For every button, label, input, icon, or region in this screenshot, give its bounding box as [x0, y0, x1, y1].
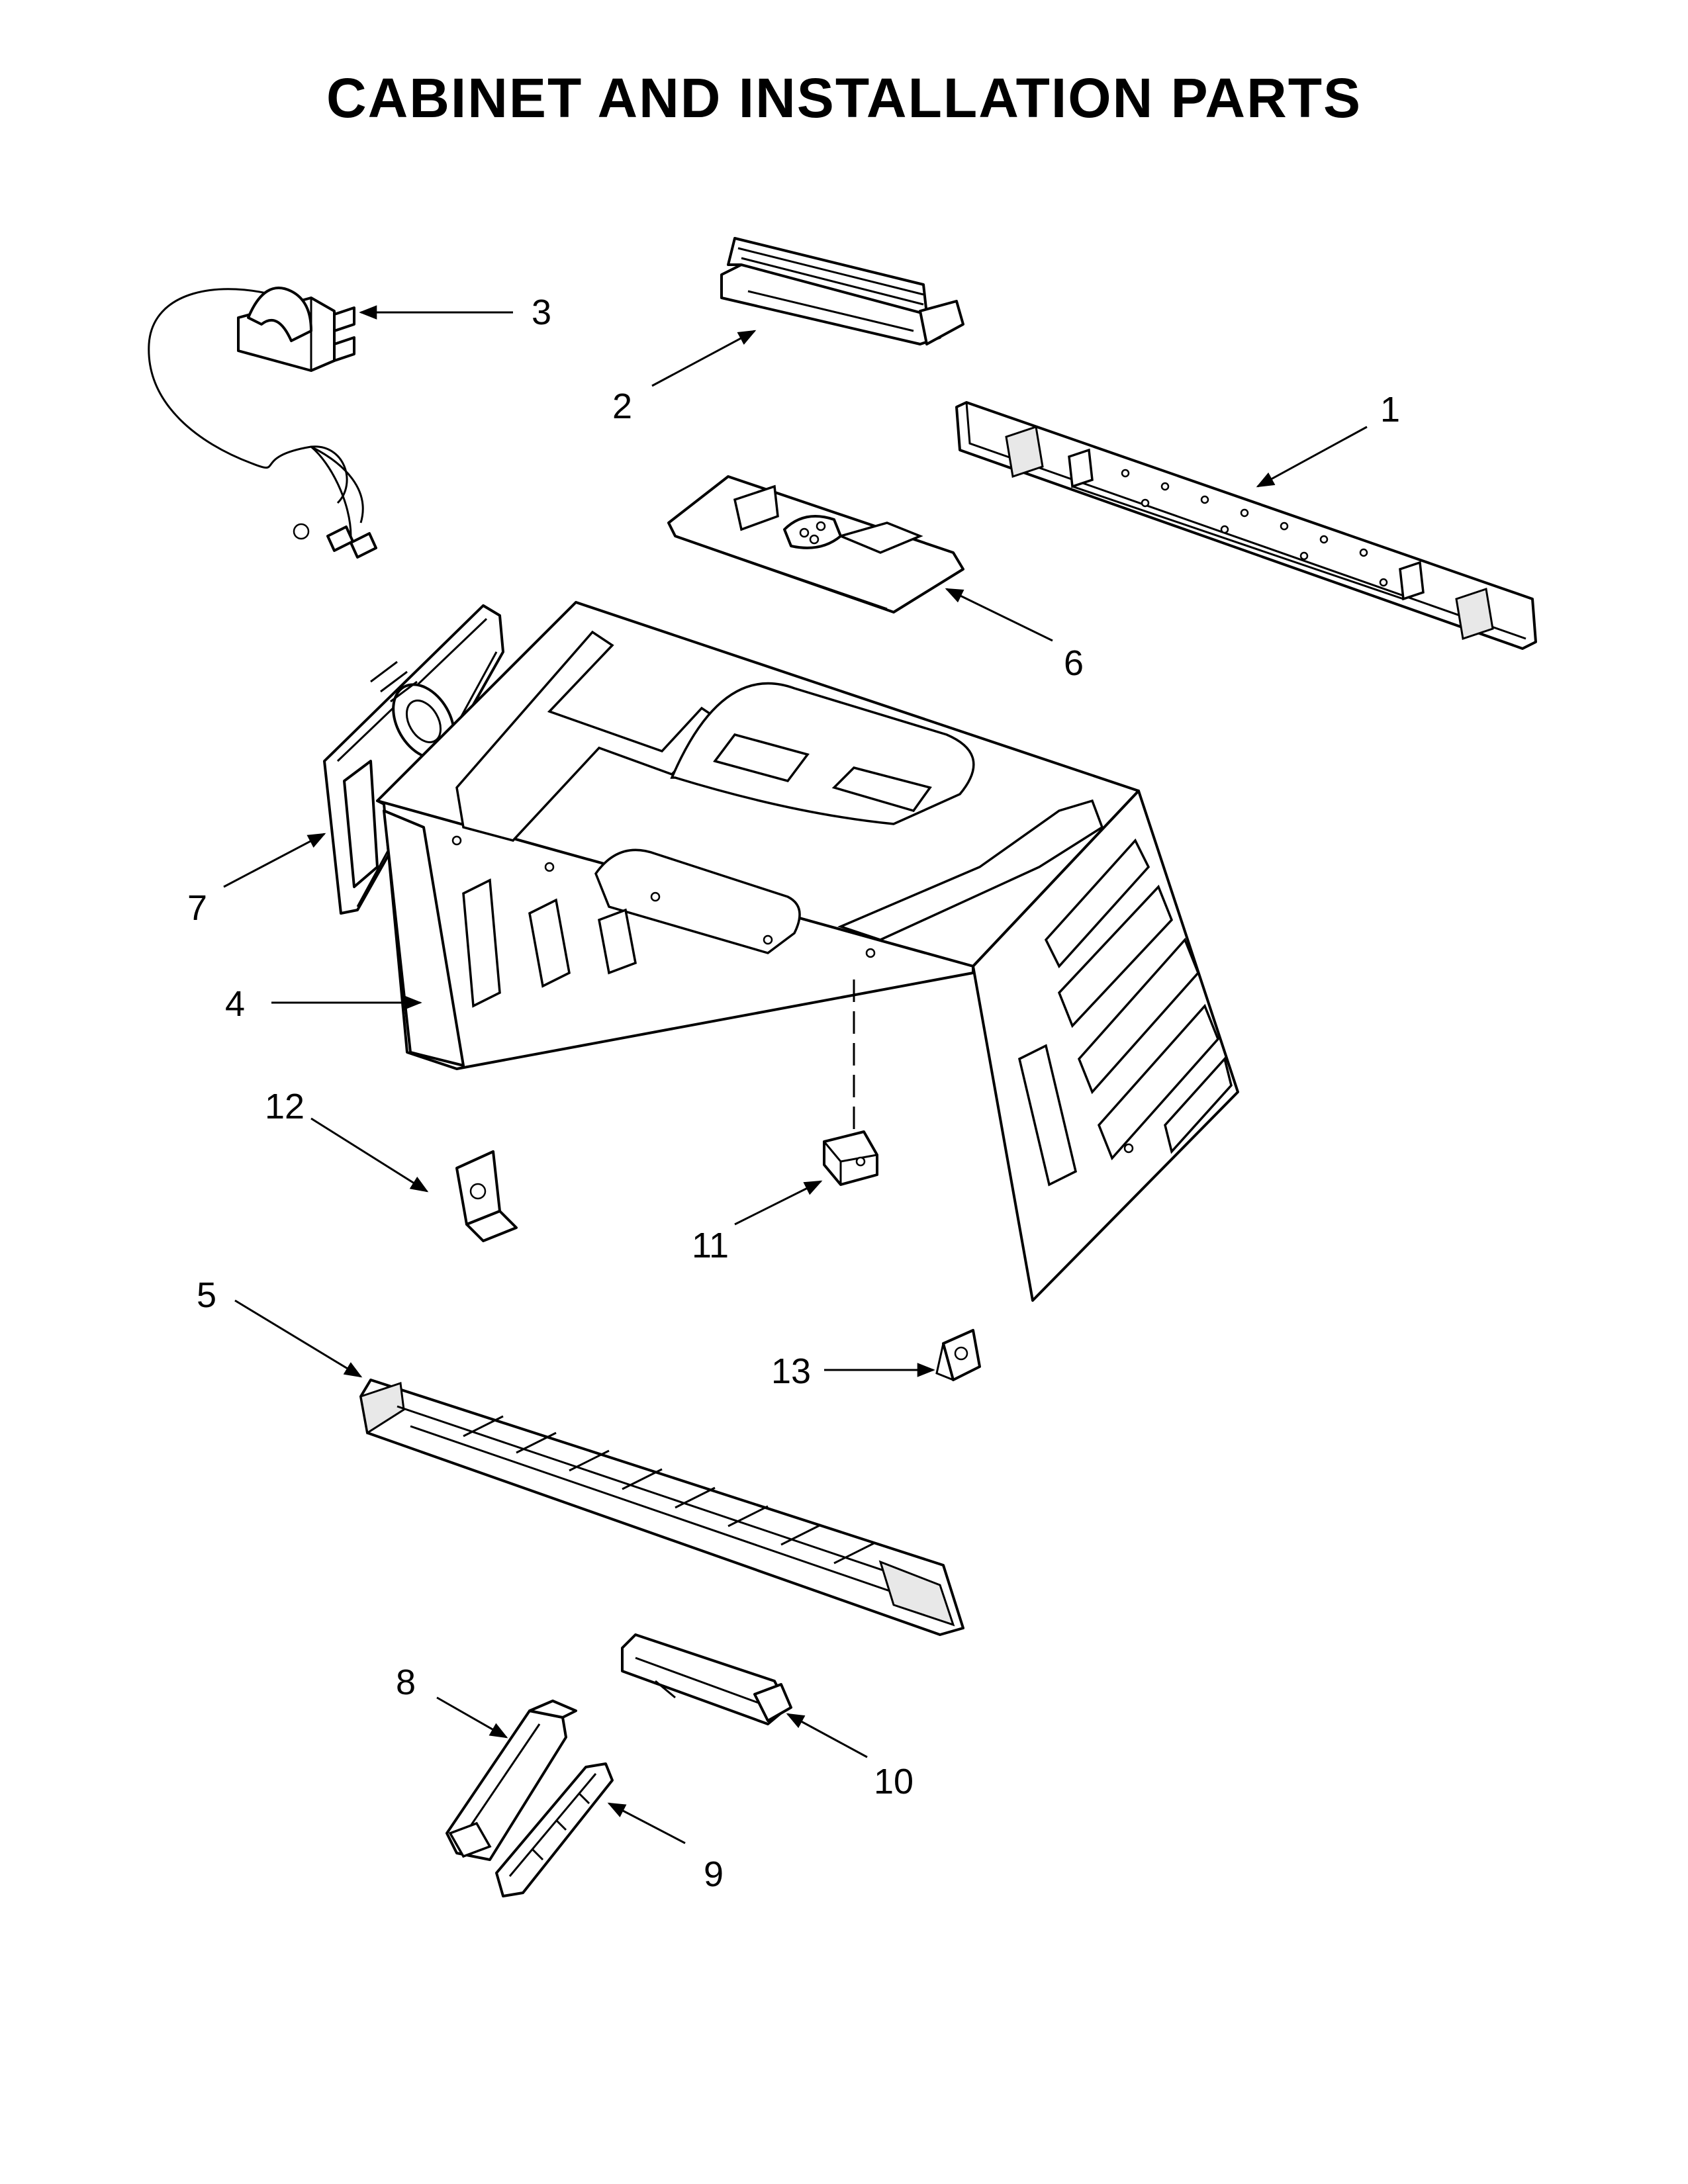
small-clip-icon [935, 1329, 981, 1381]
callout-labels: 1 2 3 4 5 6 7 8 9 10 11 12 13 [187, 293, 1400, 1894]
mounting-rail-icon [955, 401, 1537, 650]
callout-7: 7 [187, 888, 207, 928]
leader-lines [223, 305, 1368, 1844]
callout-3: 3 [532, 293, 551, 332]
callout-10: 10 [874, 1762, 914, 1801]
callout-6: 6 [1064, 643, 1084, 683]
callout-13: 13 [771, 1351, 811, 1391]
connector-block-icon [823, 1130, 878, 1186]
page-title: CABINET AND INSTALLATION PARTS [326, 67, 1362, 129]
callout-2: 2 [612, 387, 632, 426]
callout-4: 4 [225, 984, 245, 1024]
bottom-grille-icon [359, 1379, 964, 1636]
duct-piece-icon [495, 1762, 614, 1897]
vent-damper-icon [720, 237, 964, 345]
callout-11: 11 [692, 1226, 729, 1265]
callout-8: 8 [396, 1662, 416, 1702]
callout-5: 5 [197, 1275, 216, 1315]
cabinet-wrapper-icon [376, 601, 1239, 1302]
callout-9: 9 [704, 1854, 724, 1894]
control-bracket-icon [667, 475, 964, 614]
callout-12: 12 [265, 1087, 305, 1126]
power-cord-plug-icon [148, 287, 377, 559]
mounting-clip-icon [455, 1150, 518, 1242]
duct-piece-icon [445, 1700, 577, 1861]
duct-bracket-icon [621, 1633, 792, 1725]
callout-1: 1 [1380, 390, 1400, 430]
